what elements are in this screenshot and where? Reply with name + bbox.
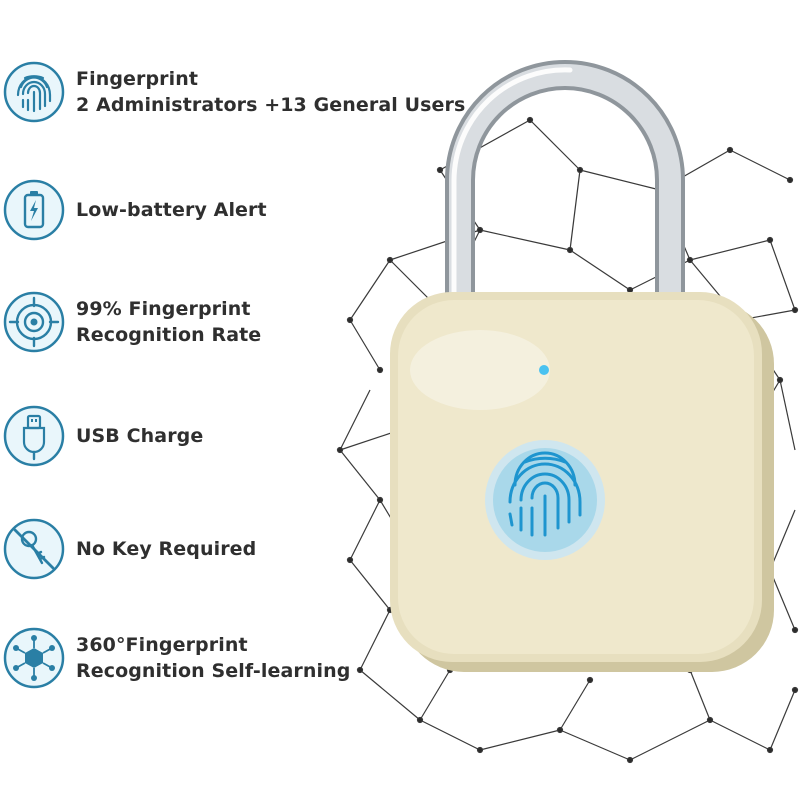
feature-self-learning: 360°Fingerprint Recognition Self-learnin… [0, 624, 440, 692]
status-led [539, 365, 549, 375]
target-icon [2, 290, 66, 354]
feature-title: 360°Fingerprint [76, 634, 248, 656]
padlock-illustration [330, 30, 800, 770]
feature-title: Low-battery Alert [76, 199, 267, 221]
feature-title: No Key Required [76, 538, 257, 560]
shackle [445, 60, 685, 335]
feature-title: 99% Fingerprint [76, 298, 251, 320]
feature-subtitle: Recognition Self-learning [76, 660, 351, 682]
feature-no-key: No Key Required [0, 515, 440, 583]
feature-text: Fingerprint 2 Administrators +13 General… [76, 58, 465, 126]
feature-list: Fingerprint 2 Administrators +13 General… [0, 58, 465, 692]
no-key-icon [2, 517, 66, 581]
feature-subtitle: 2 Administrators +13 General Users [76, 94, 466, 116]
feature-low-battery: Low-battery Alert [0, 176, 440, 244]
feature-title: Fingerprint [76, 68, 199, 90]
usb-plug-icon [2, 404, 66, 468]
fingerprint-icon [2, 60, 66, 124]
feature-text: 360°Fingerprint Recognition Self-learnin… [76, 624, 350, 692]
feature-usb-charge: USB Charge [0, 402, 440, 470]
feature-title: USB Charge [76, 425, 204, 447]
feature-recognition-rate: 99% Fingerprint Recognition Rate [0, 288, 440, 356]
feature-subtitle: Recognition Rate [76, 324, 262, 346]
feature-fingerprint: Fingerprint 2 Administrators +13 General… [0, 58, 465, 126]
network-cube-icon [2, 626, 66, 690]
feature-text: No Key Required [76, 515, 256, 583]
feature-text: 99% Fingerprint Recognition Rate [76, 288, 261, 356]
battery-icon [2, 178, 66, 242]
fingerprint-sensor [485, 440, 605, 560]
feature-text: Low-battery Alert [76, 176, 267, 244]
feature-text: USB Charge [76, 402, 203, 470]
